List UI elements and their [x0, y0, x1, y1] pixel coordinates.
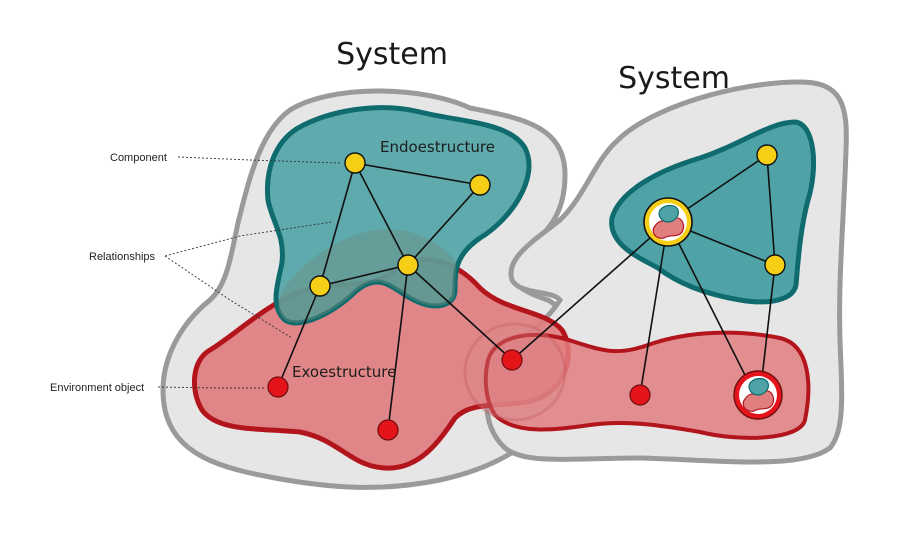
relationship-line	[319, 162, 356, 287]
relationship-line	[354, 162, 409, 266]
system-title-right: System	[618, 61, 730, 96]
relationship-line	[766, 154, 776, 266]
nested-system-component	[643, 197, 693, 247]
relationship-line	[511, 221, 669, 361]
nested-system-environment-object	[733, 370, 783, 420]
relationships-callout: Relationships	[89, 251, 156, 263]
component-node	[397, 254, 419, 276]
relationship-line	[354, 162, 481, 186]
components	[309, 144, 786, 297]
relationship-line	[639, 221, 669, 396]
component-node	[344, 152, 366, 174]
exostructure-right	[483, 330, 811, 440]
nested-mini-endo	[748, 377, 769, 396]
environment-objects	[267, 349, 651, 441]
endo-exo-overlap	[278, 229, 456, 323]
endostructure-label: Endoestructure	[380, 138, 495, 156]
relationship-line	[387, 264, 409, 431]
environment-object-callout: Environment object	[50, 382, 144, 394]
relationship-line	[407, 264, 513, 361]
endostructure-left	[264, 105, 532, 326]
component-node	[756, 144, 778, 166]
exostructure-label: Exoestructure	[292, 363, 396, 381]
environment-object-leader	[157, 386, 266, 389]
nested-mini-endo	[658, 204, 679, 223]
relationships-leader-upper	[164, 221, 333, 257]
exostructure-overlap-halo	[463, 322, 567, 422]
relationship-line	[277, 285, 321, 388]
component-callout: Component	[110, 152, 167, 164]
environment-object-node	[629, 384, 651, 406]
system-title-left: System	[336, 37, 448, 72]
callout-leaders	[157, 156, 341, 389]
component-node	[309, 275, 331, 297]
environment-object-node	[377, 419, 399, 441]
environment-object-node	[267, 376, 289, 398]
component-leader	[177, 156, 341, 164]
environment-object-node	[501, 349, 523, 371]
relationship-line	[761, 264, 776, 379]
relationship-line	[407, 184, 481, 266]
relationship-line	[319, 264, 409, 287]
component-node	[764, 254, 786, 276]
component-node	[469, 174, 491, 196]
relationship-line	[667, 221, 756, 396]
